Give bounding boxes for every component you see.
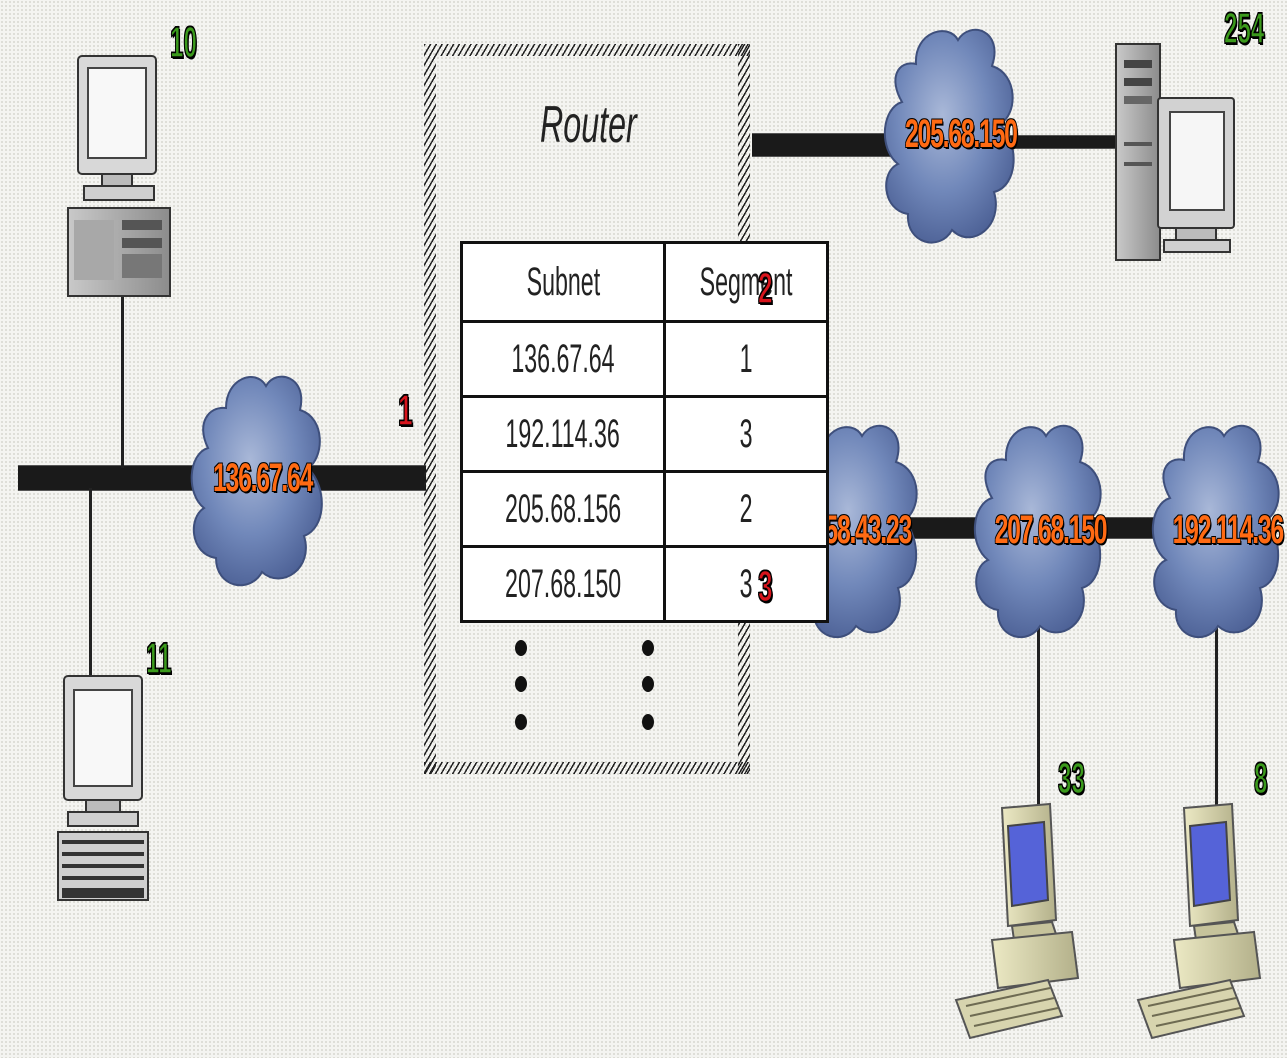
subnet-cloud-207-68-150: 207.68.150 xyxy=(968,416,1108,646)
subnet-cloud-192-114-36: 192.114.36 xyxy=(1146,416,1286,646)
subnet-label: 205.68.150 xyxy=(905,112,993,157)
table-cell-subnet: 207.68.150 xyxy=(462,547,665,622)
host-10-computer-icon xyxy=(66,54,172,300)
subnet-label: 207.68.150 xyxy=(995,508,1082,553)
host-8-computer-icon xyxy=(1134,802,1264,1042)
host-11-label: 11 xyxy=(146,634,172,684)
top-right-host-cable xyxy=(1010,136,1130,148)
column-header-segment: Segment xyxy=(665,243,828,322)
host-254-computer-icon xyxy=(1114,42,1236,264)
subnet-cloud-136-67-64: 136.67.64 xyxy=(186,368,328,594)
continuation-dot xyxy=(515,640,527,656)
table-cell-segment: 1 xyxy=(665,322,828,397)
subnet-label: 136.67.64 xyxy=(213,456,301,501)
host-10-drop-line xyxy=(121,296,124,468)
router-title: Router xyxy=(540,95,602,155)
host-33-computer-icon xyxy=(952,802,1082,1042)
router-port-2-label: 2 xyxy=(758,264,773,314)
column-header-subnet: Subnet xyxy=(462,243,665,322)
table-row: 192.114.36 3 xyxy=(462,397,828,472)
subnet-cloud-205-68-150: 205.68.150 xyxy=(878,20,1020,252)
table-row: 136.67.64 1 xyxy=(462,322,828,397)
table-cell-segment: 2 xyxy=(665,472,828,547)
continuation-dot xyxy=(642,714,654,730)
table-cell-segment: 3 xyxy=(665,397,828,472)
routing-table-header: Subnet Segment xyxy=(462,243,828,322)
continuation-dot xyxy=(515,676,527,692)
table-row: 205.68.156 2 xyxy=(462,472,828,547)
host-11-computer-icon xyxy=(56,674,152,904)
table-cell-segment: 3 xyxy=(665,547,828,622)
table-cell-subnet: 205.68.156 xyxy=(462,472,665,547)
host-10-label: 10 xyxy=(170,18,197,68)
continuation-dot xyxy=(642,640,654,656)
router-port-3-label: 3 xyxy=(758,562,773,612)
table-cell-subnet: 136.67.64 xyxy=(462,322,665,397)
continuation-dot xyxy=(515,714,527,730)
host-8-drop-line xyxy=(1215,628,1218,828)
host-8-label: 8 xyxy=(1254,754,1267,804)
table-cell-subnet: 192.114.36 xyxy=(462,397,665,472)
table-row: 207.68.150 3 xyxy=(462,547,828,622)
continuation-dot xyxy=(642,676,654,692)
host-33-label: 33 xyxy=(1058,754,1085,804)
host-11-drop-line xyxy=(89,488,92,678)
router-port-1-label: 1 xyxy=(398,386,413,436)
top-right-cable xyxy=(752,134,892,156)
host-33-drop-line xyxy=(1037,628,1040,828)
routing-table: Subnet Segment 136.67.64 1 192.114.36 3 … xyxy=(460,241,829,623)
subnet-label: 192.114.36 xyxy=(1173,508,1260,553)
host-254-label: 254 xyxy=(1224,4,1264,54)
